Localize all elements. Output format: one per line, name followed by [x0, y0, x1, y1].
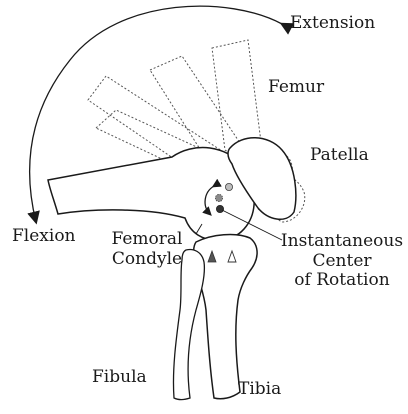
femur-bone [48, 147, 254, 240]
icr-point-1 [225, 183, 232, 190]
femur-label: Femur [268, 78, 324, 98]
extension-label: Extension [290, 14, 375, 34]
femoral-condyle-label: Femoral Condyle [102, 230, 192, 269]
flexion-label: Flexion [12, 227, 76, 247]
tibia-label: Tibia [238, 380, 281, 400]
icr-label: Instantaneous Center of Rotation [276, 232, 408, 291]
icr-line2: Center [276, 252, 408, 272]
icr-line1: Instantaneous [276, 232, 408, 252]
fibula-bone [173, 250, 204, 400]
icr-point-2 [215, 194, 222, 201]
patella-label: Patella [310, 146, 369, 166]
icr-point-3 [216, 205, 223, 212]
femoral-condyle-line1: Femoral [102, 230, 192, 250]
femoral-condyle-line2: Condyle [102, 250, 192, 270]
fibula-label: Fibula [92, 368, 147, 388]
icr-line3: of Rotation [276, 271, 408, 291]
